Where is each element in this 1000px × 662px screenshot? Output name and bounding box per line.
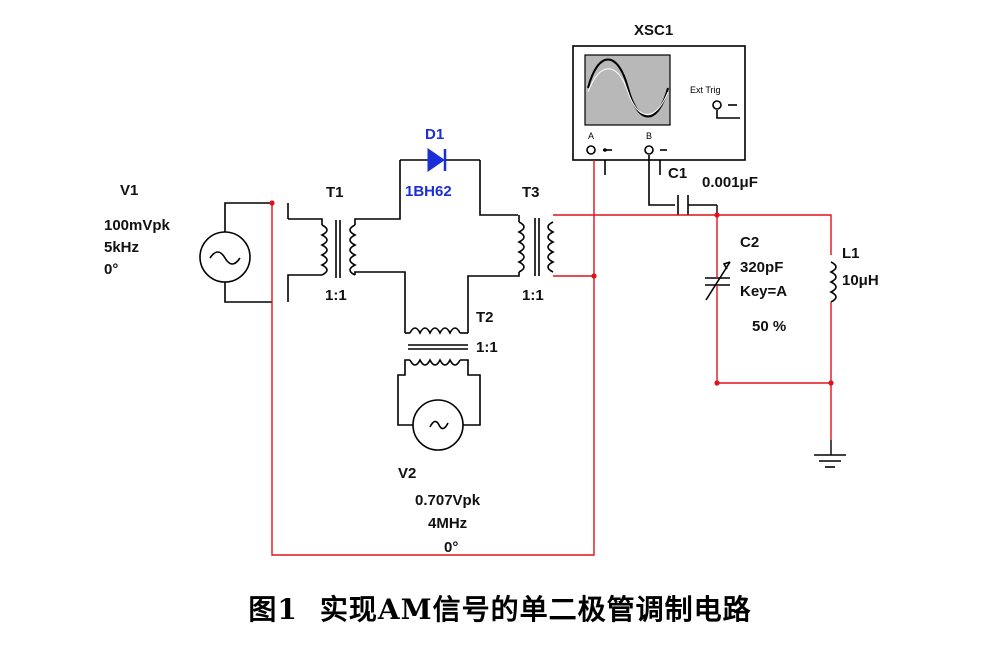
v1-frequency: 5kHz xyxy=(104,239,139,256)
v1-name: V1 xyxy=(120,182,138,199)
d1-name: D1 xyxy=(425,126,444,143)
oscilloscope-xsc1[interactable] xyxy=(572,45,746,161)
xsc1-ext-trig-label: Ext Trig xyxy=(690,85,721,95)
d1-model: 1BH62 xyxy=(405,183,452,200)
c2-percent: 50 % xyxy=(752,318,786,335)
figure-title: 实现AM信号的单二极管调制电路 xyxy=(319,593,752,626)
l1-value: 10μH xyxy=(842,272,879,289)
t3-ratio: 1:1 xyxy=(522,287,544,304)
v2-phase: 0° xyxy=(444,539,458,556)
c2-name: C2 xyxy=(740,234,759,251)
xsc1-channel-b-label: B xyxy=(646,131,652,141)
t2-transformer-icon xyxy=(397,320,481,400)
xsc1-name: XSC1 xyxy=(634,22,673,39)
v1-phase: 0° xyxy=(104,261,118,278)
diode-icon xyxy=(427,148,447,172)
figure-caption: 图1 实现AM信号的单二极管调制电路 xyxy=(0,588,1000,628)
v2-frequency: 4MHz xyxy=(428,515,467,532)
v2-name: V2 xyxy=(398,465,416,482)
t1-name: T1 xyxy=(326,184,344,201)
v2-amplitude: 0.707Vpk xyxy=(415,492,481,509)
figure-number: 图1 xyxy=(248,593,298,626)
t1-ratio: 1:1 xyxy=(325,287,347,304)
v1-ac-source-icon xyxy=(199,231,251,283)
c2-value: 320pF xyxy=(740,259,783,276)
circuit-schematic: V1 100mVpk 5kHz 0° T1 1:1 D1 1BH62 T3 1:… xyxy=(104,22,879,556)
ground-icon xyxy=(814,454,846,468)
l1-inductor-icon xyxy=(829,261,837,303)
l1-name: L1 xyxy=(842,245,860,262)
t1-transformer-icon xyxy=(287,160,406,320)
c1-value: 0.001μF xyxy=(702,174,758,191)
t3-transformer-icon xyxy=(467,215,555,320)
t2-name: T2 xyxy=(476,309,494,326)
c1-name: C1 xyxy=(668,165,687,182)
c2-key: Key=A xyxy=(740,283,787,300)
v1-amplitude: 100mVpk xyxy=(104,217,171,234)
xsc1-channel-a-label: A xyxy=(588,131,594,141)
t3-name: T3 xyxy=(522,184,540,201)
t2-ratio: 1:1 xyxy=(476,339,498,356)
v2-ac-source-icon xyxy=(412,399,464,451)
